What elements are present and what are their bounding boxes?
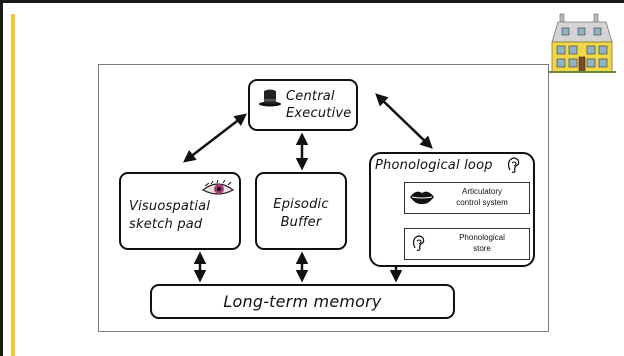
ear-icon bbox=[412, 235, 425, 251]
lips-icon bbox=[410, 191, 434, 205]
visuospatial-line2: sketch pad bbox=[129, 217, 203, 232]
visuospatial-line1: Visuospatial bbox=[129, 199, 211, 214]
central-executive-label: Central Executive bbox=[286, 88, 352, 122]
articulatory-line2: control system bbox=[456, 198, 508, 207]
long-term-memory-label: Long-term memory bbox=[223, 292, 382, 311]
long-term-memory-box: Long-term memory bbox=[150, 284, 455, 319]
articulatory-line1: Articulatory bbox=[461, 187, 502, 196]
working-memory-diagram: Central Executive Visuospatial sketch pa… bbox=[98, 64, 549, 332]
episodic-buffer-label: Episodic Buffer bbox=[257, 196, 345, 232]
arrow-ce-visuospatial bbox=[183, 113, 247, 163]
slide-frame-left bbox=[0, 0, 3, 356]
accent-bar bbox=[11, 14, 15, 356]
ear-icon bbox=[507, 157, 520, 173]
house-logo-icon bbox=[548, 13, 616, 73]
phonological-store-box: Phonological store bbox=[404, 228, 530, 260]
central-executive-line1: Central bbox=[286, 89, 335, 104]
articulatory-label: Articulatory control system bbox=[439, 186, 525, 208]
episodic-buffer-box: Episodic Buffer bbox=[255, 172, 347, 250]
articulatory-control-box: Articulatory control system bbox=[404, 182, 530, 214]
eye-icon bbox=[201, 180, 235, 195]
phonological-store-label: Phonological store bbox=[439, 232, 525, 254]
episodic-buffer-line2: Buffer bbox=[280, 215, 322, 230]
phonological-loop-box: Phonological loop Articulatory control s… bbox=[369, 152, 535, 267]
central-executive-box: Central Executive bbox=[248, 79, 358, 131]
central-executive-line2: Executive bbox=[286, 106, 352, 121]
episodic-buffer-line1: Episodic bbox=[273, 197, 329, 212]
visuospatial-label: Visuospatial sketch pad bbox=[129, 198, 210, 234]
phonological-store-line2: store bbox=[473, 244, 491, 253]
top-hat-icon bbox=[259, 89, 281, 107]
visuospatial-sketchpad-box: Visuospatial sketch pad bbox=[119, 172, 241, 250]
phonological-store-line1: Phonological bbox=[459, 233, 505, 242]
phonological-loop-title: Phonological loop bbox=[375, 158, 493, 173]
arrow-ce-phonological bbox=[375, 93, 433, 149]
slide-frame-top bbox=[0, 0, 624, 3]
